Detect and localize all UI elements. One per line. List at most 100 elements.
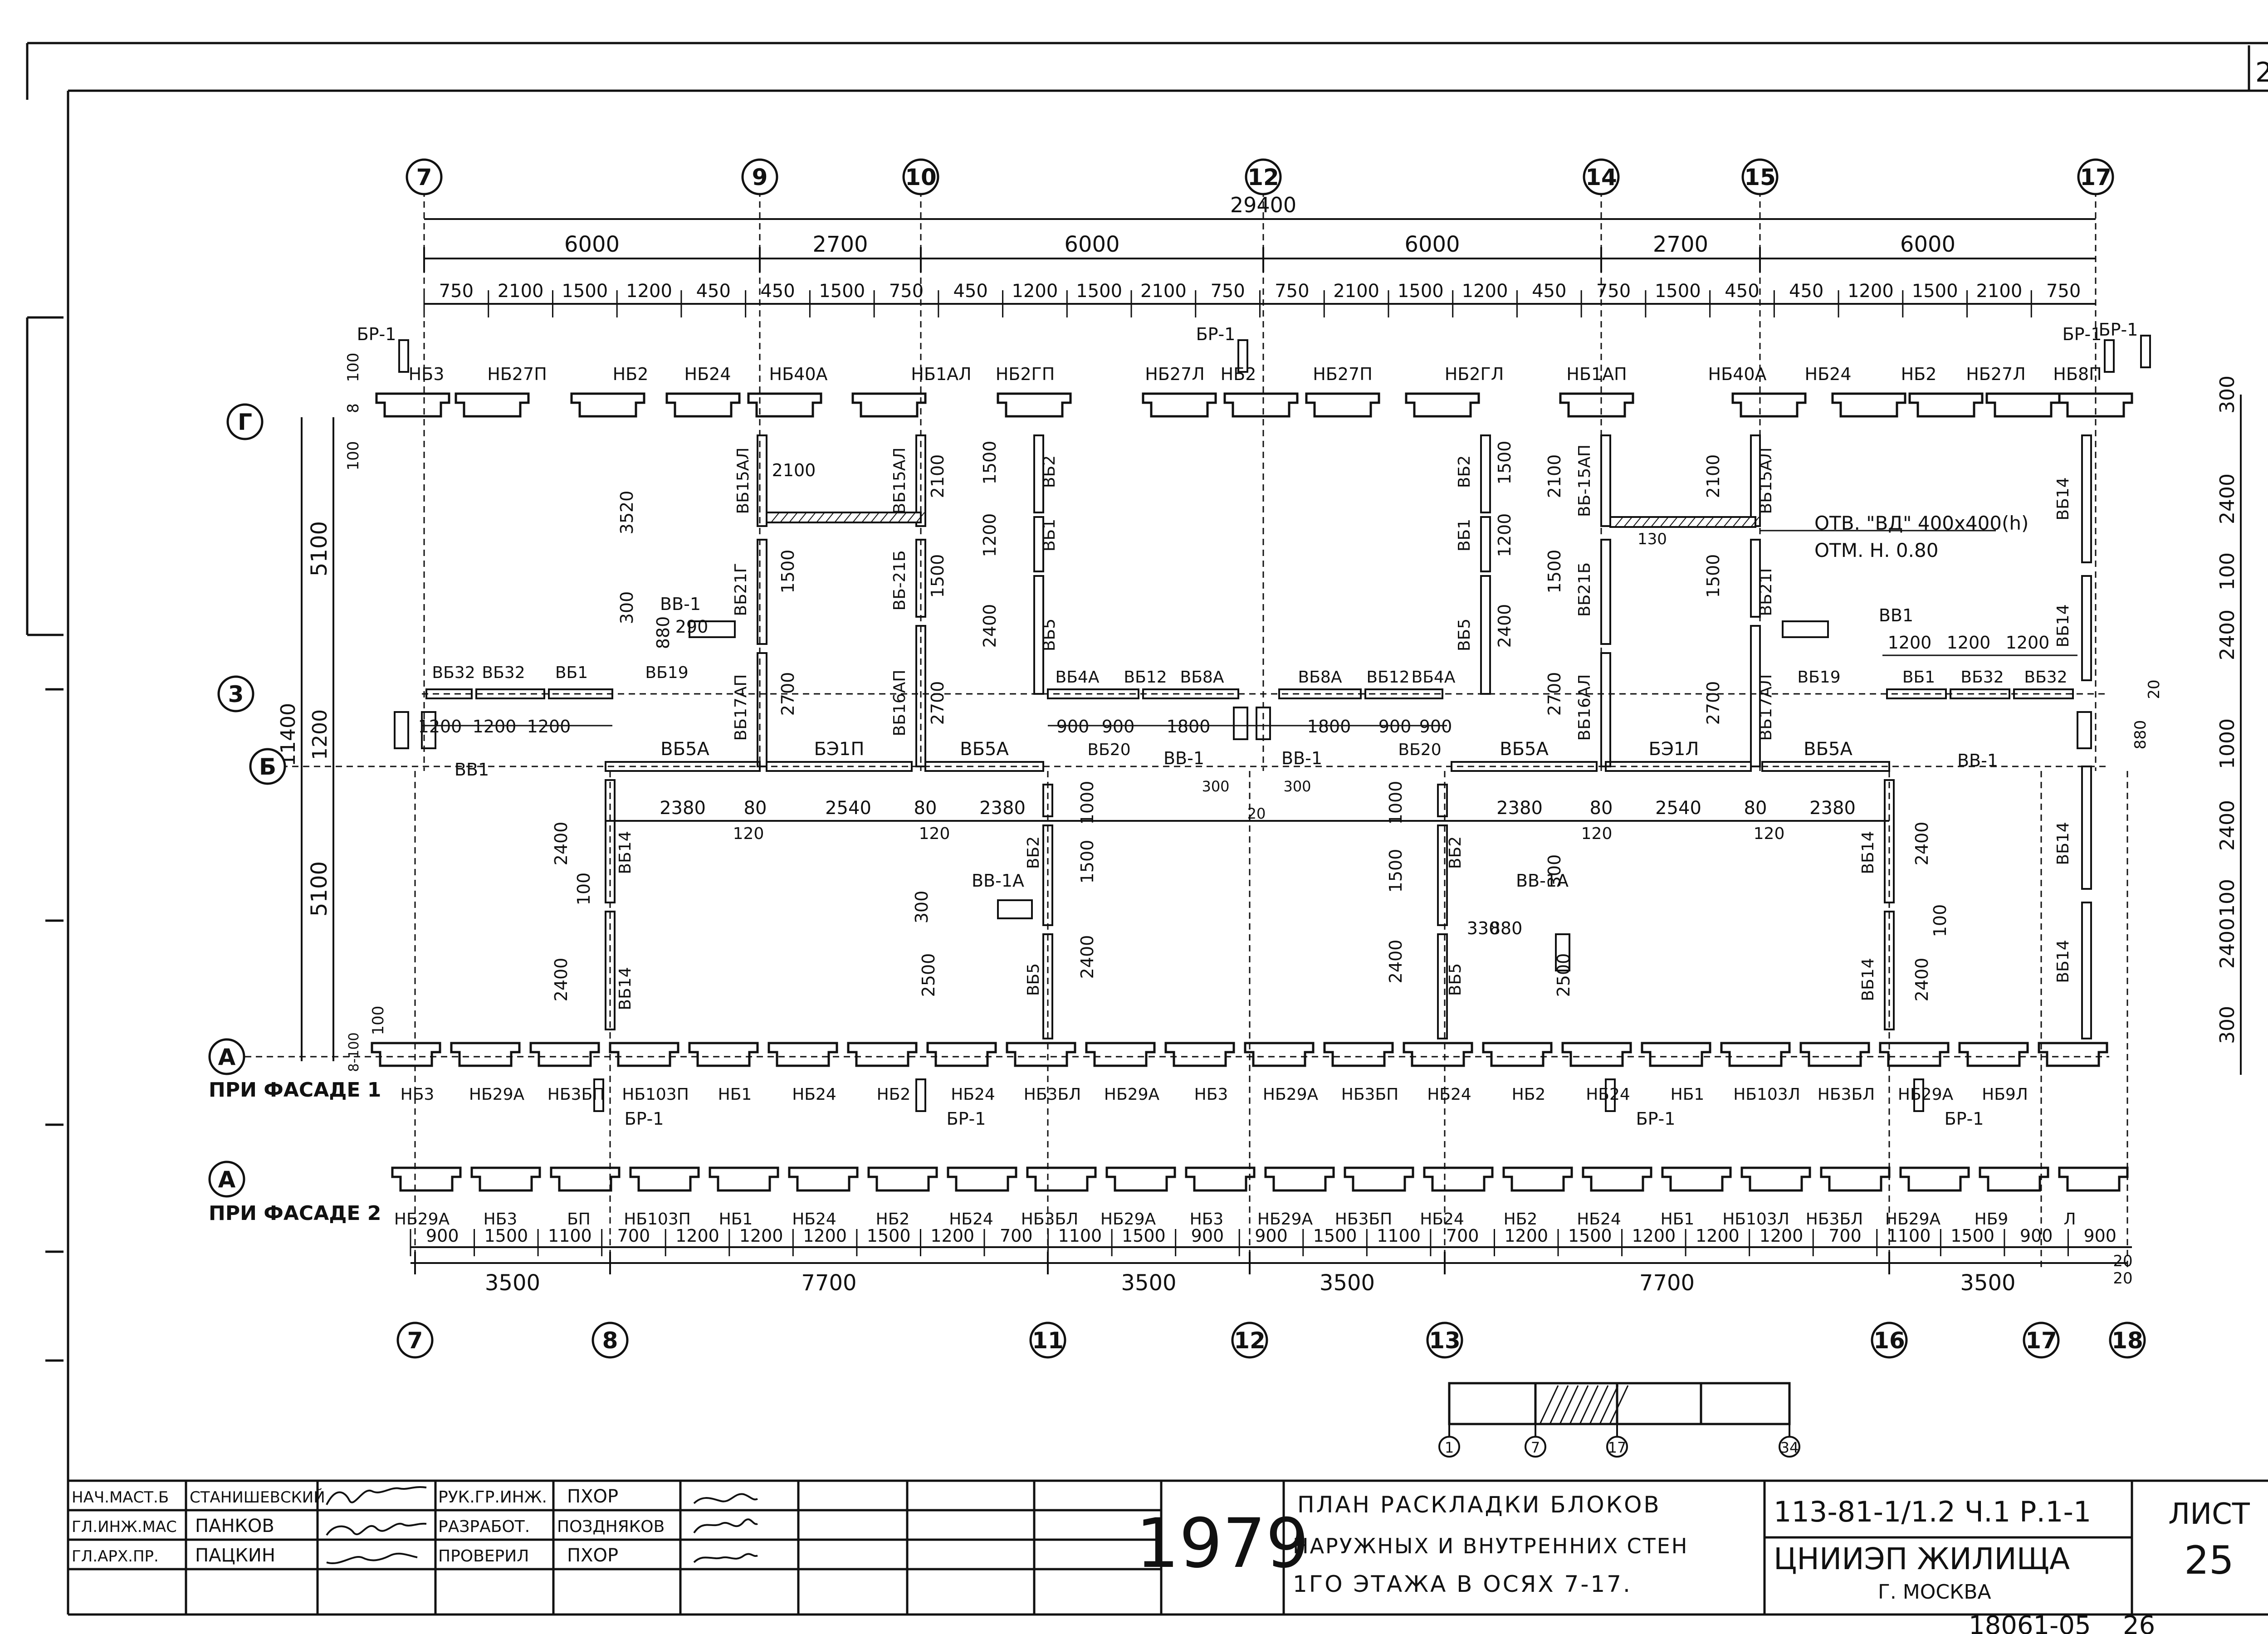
row3-label-13: ВБ32	[2024, 668, 2067, 687]
name-stanishevsky: СТАНИШЕВСКИЙ	[190, 1488, 325, 1507]
rowb-block-5	[1761, 761, 1890, 772]
lintel-hatch-left-1900	[861, 512, 870, 523]
sheet-number: 25	[2184, 1538, 2234, 1583]
top-detail-dim-23: 1500	[1912, 281, 1958, 302]
mid-row-dim-0: 2380	[660, 798, 706, 819]
lower-vertical-dim-8: 1000	[1386, 781, 1406, 825]
vertical-wall-6	[1033, 434, 1044, 513]
row3-block-5	[2013, 688, 2074, 699]
axis-bubble-left-4	[208, 1161, 245, 1198]
lower-vertical-dim-1: 100	[574, 873, 594, 906]
title-line-3: 1ГО ЭТАЖА В ОСЯХ 7-17.	[1293, 1571, 1632, 1597]
axis-bubble-bottom-4	[1426, 1322, 1463, 1359]
top-block-label-4: НБ40А	[769, 364, 828, 384]
left-dim-2: 5100	[307, 861, 332, 917]
row-a2-label-16: НБ1	[1661, 1210, 1695, 1229]
row-a2-label-5: НБ24	[792, 1210, 836, 1229]
bottom-detail-dim-5: 1200	[739, 1226, 783, 1246]
role-group-lead: РУК.ГР.ИНЖ.	[438, 1488, 547, 1507]
title-block	[68, 1479, 2268, 1614]
top-detail-dim-11: 2100	[1140, 281, 1187, 302]
top-block-label-12: НБ40А	[1708, 364, 1767, 384]
lintel-hatch-right-3620	[1642, 517, 1651, 527]
left-dim-4: 100	[344, 441, 362, 471]
bottom-detail-dim-8: 1200	[930, 1226, 974, 1246]
lower-vertical-label-8: ВБ14	[2054, 822, 2072, 865]
bottom-bay-dim-2: 3500	[1121, 1270, 1176, 1296]
top-detail-dim-22: 1200	[1848, 281, 1894, 302]
upper-vertical-dim-16: 2100	[1545, 454, 1564, 498]
row-a2-label-9: НБ29А	[1100, 1210, 1156, 1229]
top-wall-block-0	[375, 392, 450, 418]
axis-label-bottom-5: 16	[1873, 1327, 1905, 1354]
top-detail-dim-6: 1500	[819, 281, 865, 302]
opening-note-line1: ОТВ. "ВД" 400х400(h)	[1814, 512, 2028, 534]
top-block-label-3: НБ24	[684, 364, 731, 384]
left-dim-7: 100	[369, 1006, 387, 1035]
top-block-label-8: НБ2	[1221, 364, 1256, 384]
mid-row-dim-5: 2380	[1496, 798, 1543, 819]
bottom-detail-dim-3: 700	[617, 1226, 650, 1246]
axis-bubble-top-6	[2077, 158, 2114, 195]
bottom-bay-dim-0: 3500	[485, 1270, 540, 1296]
upper-vertical-dim-5: 1500	[778, 550, 798, 594]
axis-label-left-1: 3	[228, 681, 244, 707]
lintel-hatch-right-3680	[1669, 517, 1678, 527]
center-row-dim-3: 1800	[1307, 717, 1351, 737]
bottom-detail-dim-11: 1500	[1122, 1226, 1166, 1246]
upper-vertical-label-16: ВБ21Г	[1757, 563, 1775, 616]
row-a2-block-12	[1344, 1166, 1414, 1192]
bottom-code: 18061-05	[1969, 1611, 2091, 1634]
upper-vertical-label-15: ВБ15АЛ	[1757, 448, 1775, 514]
rowb-label-4: БЭ1Л	[1649, 739, 1699, 760]
row3-center-block-2	[1278, 688, 1362, 699]
axis-bubble-top-5	[1741, 158, 1779, 195]
lintel-hatch-left-2020	[916, 512, 925, 523]
row-a1-label-4: НБ1	[718, 1085, 752, 1104]
lintel-hatch-right-3800	[1723, 517, 1732, 527]
lower-vertical-label-2: ВБ2	[1024, 836, 1043, 869]
br-block-0	[398, 339, 409, 373]
top-wall-block-14	[1908, 392, 1984, 418]
vertical-wall-3	[915, 434, 926, 527]
upper-vertical-dim-10: 1500	[980, 441, 1000, 485]
top-wall-block-3	[665, 392, 741, 418]
side-vertical-dim-0: 880	[2131, 720, 2150, 750]
row-a1-block-4	[688, 1042, 759, 1067]
axis-bubble-bottom-7	[2109, 1322, 2146, 1359]
row-a1-label-8: НБ3БЛ	[1024, 1085, 1081, 1104]
top-detail-dim-20: 450	[1725, 281, 1759, 302]
row-a1-label-7: НБ24	[951, 1085, 995, 1104]
row-a2-block-21	[2058, 1166, 2129, 1192]
row-a1-label-6: НБ2	[877, 1085, 911, 1104]
scheme-hatch-3505	[1589, 1385, 1609, 1424]
top-detail-dim-17: 450	[1532, 281, 1566, 302]
center-row-dim-4: 900	[1378, 717, 1412, 737]
row-a2-label-17: НБ103Л	[1722, 1210, 1789, 1229]
lower-vertical-dim-0: 2400	[551, 822, 571, 866]
lower-vertical-dim-13: 330	[1467, 918, 1500, 938]
name-pozdnyakov: ПОЗДНЯКОВ	[557, 1517, 665, 1536]
axis-bubble-bottom-3	[1231, 1322, 1268, 1359]
scheme-label-3: 34	[1780, 1439, 1799, 1456]
row-a1-label-14: НБ2	[1512, 1085, 1546, 1104]
upper-vertical-label-13: ВБ21Б	[1575, 562, 1594, 617]
upper-vertical-dim-0: 3520	[617, 491, 637, 535]
sheet-label: ЛИСТ	[2168, 1497, 2250, 1531]
top-wall-block-8	[1223, 392, 1299, 418]
row-a1-block-2	[529, 1042, 600, 1067]
right-dim-6: 100	[2216, 879, 2239, 917]
upper-vertical-label-14: ВБ16АЛ	[1575, 674, 1594, 741]
organization: ЦНИИЭП ЖИЛИЩА	[1774, 1541, 2070, 1576]
small-block-4	[1555, 933, 1570, 971]
row-a2-label-21: Л	[2063, 1210, 2076, 1229]
row-a1-block-20	[1958, 1042, 2029, 1067]
mid-row-dim-4: 2380	[979, 798, 1026, 819]
row-a2-label-15: НБ24	[1577, 1210, 1621, 1229]
row-a1-block-9	[1085, 1042, 1156, 1067]
side-vertical-dim-1: 20	[2145, 679, 2163, 699]
row-a2-label-19: НБ29А	[1885, 1210, 1941, 1229]
bottom-detail-dim-0: 900	[426, 1226, 459, 1246]
row3-center-block-3	[1364, 688, 1443, 699]
facade2-label: ПРИ ФАСАДЕ 2	[209, 1202, 381, 1225]
